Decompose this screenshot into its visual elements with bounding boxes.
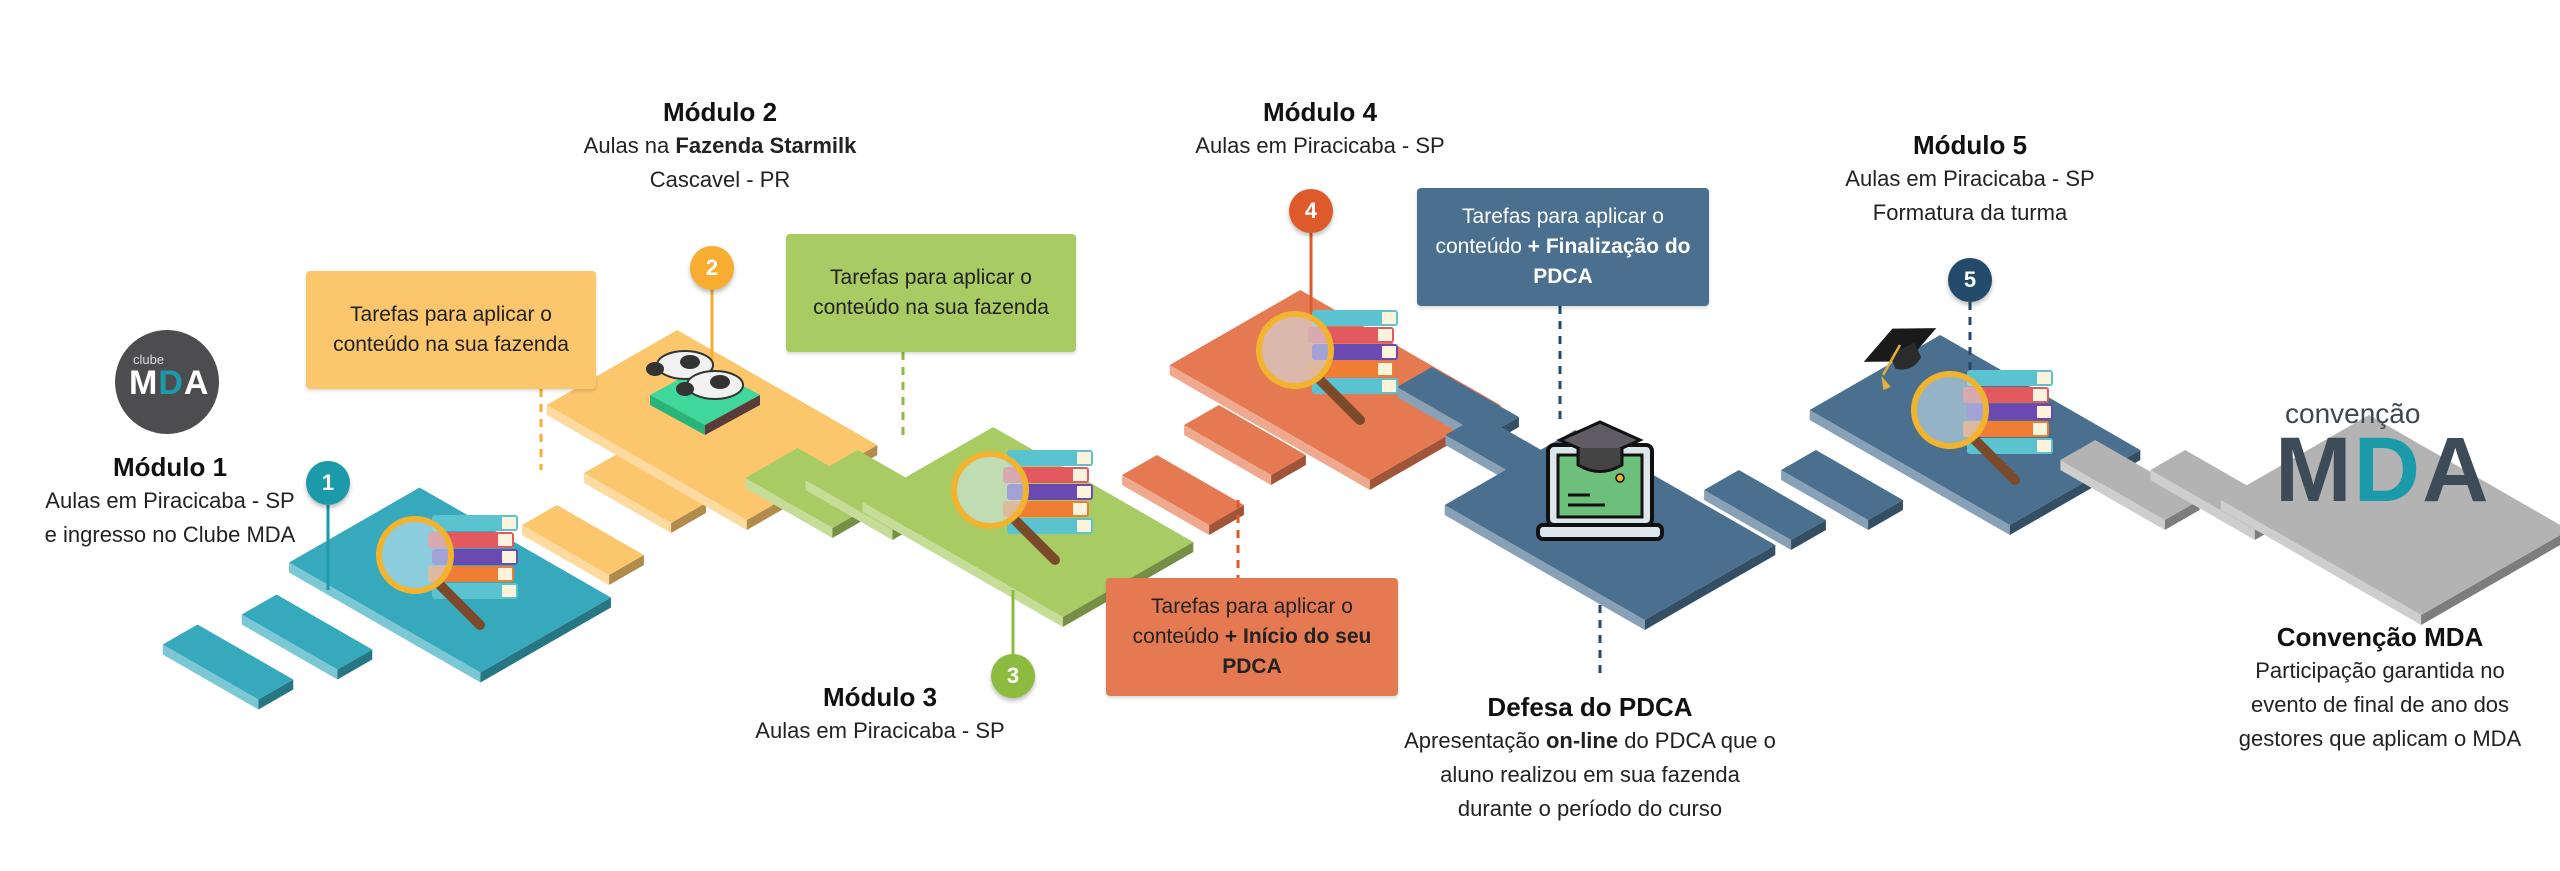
defesa-line: durante o período do curso xyxy=(1457,796,1723,821)
module-2-label: Módulo 2 Aulas na Fazenda Starmilk Casca… xyxy=(520,95,920,197)
laptop-graduation-icon xyxy=(1536,420,1664,541)
module-3-label: Módulo 3 Aulas em Piracicaba - SP xyxy=(730,680,1030,748)
module-line: Aulas em Piracicaba - SP xyxy=(45,488,295,513)
tile-step xyxy=(584,453,706,533)
cows-icon xyxy=(646,350,760,435)
tile-step xyxy=(1704,470,1826,550)
logo-small-text: convenção xyxy=(2285,398,2421,429)
books-magnifier-icon xyxy=(376,515,518,630)
convencao-line: gestores que aplicam o MDA xyxy=(2238,726,2522,751)
books-magnifier-icon xyxy=(1911,370,2053,485)
badge-module-5: 5 xyxy=(1948,258,1992,302)
logo-small-text: clube xyxy=(133,352,165,367)
convencao-label: Convenção MDA Participação garantida no … xyxy=(2220,620,2540,756)
tile-step xyxy=(241,594,373,680)
tile-convencao xyxy=(2221,415,2560,625)
books-magnifier-icon xyxy=(1256,310,1398,425)
badge-module-3: 3 xyxy=(991,654,1035,698)
module-title: Módulo 5 xyxy=(1912,130,2028,160)
tile-step xyxy=(1122,455,1244,535)
module-line: Formatura da turma xyxy=(1872,200,2068,225)
module-line: e ingresso no Clube MDA xyxy=(44,522,296,547)
defesa-line: Apresentação on-line do PDCA que o xyxy=(1404,728,1776,753)
badge-module-4: 4 xyxy=(1289,189,1333,233)
convencao-mda-logo: convenção MDA xyxy=(2275,398,2515,521)
convencao-title: Convenção MDA xyxy=(2276,622,2484,652)
module-5-label: Módulo 5 Aulas em Piracicaba - SP Format… xyxy=(1820,128,2120,230)
module-title: Módulo 4 xyxy=(1262,97,1378,127)
logo-main-text: MDA xyxy=(2275,419,2491,521)
module-line: Aulas em Piracicaba - SP xyxy=(1195,133,1445,158)
defesa-pdca-label: Defesa do PDCA Apresentação on-line do P… xyxy=(1360,690,1820,826)
tile-step xyxy=(2060,440,2200,530)
books-magnifier-icon xyxy=(951,450,1093,565)
defesa-line: aluno realizou em sua fazenda xyxy=(1440,762,1740,787)
convencao-line: Participação garantida no xyxy=(2255,658,2505,683)
tile-step xyxy=(522,505,644,585)
module-line: Cascavel - PR xyxy=(649,167,791,192)
module-title: Módulo 1 xyxy=(112,452,228,482)
clube-mda-logo: clube MDA xyxy=(115,330,219,434)
badge-module-2: 2 xyxy=(690,246,734,290)
tile-step xyxy=(1184,405,1306,485)
module-line: Aulas em Piracicaba - SP xyxy=(1845,166,2095,191)
module-4-label: Módulo 4 Aulas em Piracicaba - SP xyxy=(1170,95,1470,163)
tile-step xyxy=(162,624,294,710)
module-line: Aulas na Fazenda Starmilk xyxy=(583,133,857,158)
module-1-label: Módulo 1 Aulas em Piracicaba - SP e ingr… xyxy=(20,450,320,552)
logo-main-text: MDA xyxy=(129,364,210,402)
badge-module-1: 1 xyxy=(306,461,350,505)
tile-step xyxy=(1781,450,1903,530)
defesa-title: Defesa do PDCA xyxy=(1487,692,1693,722)
convencao-line: evento de final de ano dos xyxy=(2250,692,2510,717)
module-line: Aulas em Piracicaba - SP xyxy=(755,718,1005,743)
module-title: Módulo 3 xyxy=(822,682,938,712)
module-title: Módulo 2 xyxy=(662,97,778,127)
